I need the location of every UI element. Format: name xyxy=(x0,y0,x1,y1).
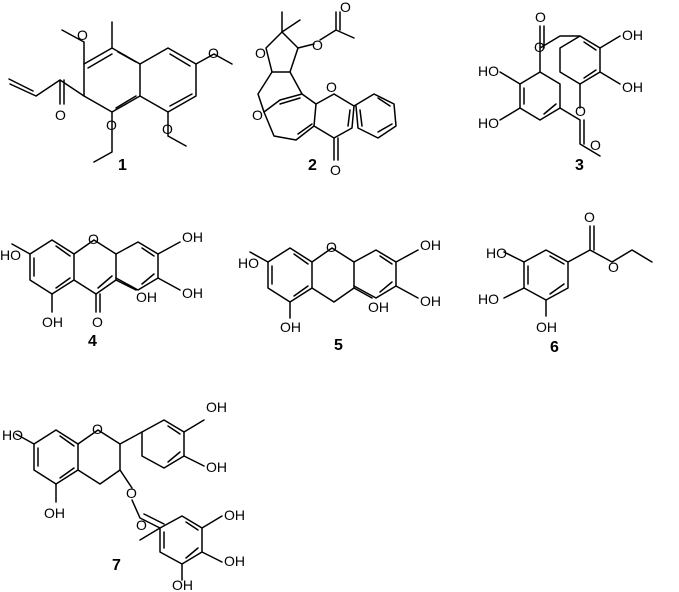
compound-7-atom-2: O xyxy=(92,421,103,437)
compound-7-atom-3: OH xyxy=(206,399,227,415)
compound-2-structure: O O O O O O 2 xyxy=(252,0,397,178)
compound-5-atom-1: HO xyxy=(238,255,259,271)
compound-6-structure: O O HO HO OH 6 xyxy=(478,209,653,356)
compound-6-atom-1: O xyxy=(584,209,595,225)
compound-2-atom-5: O xyxy=(326,79,337,95)
compound-3-atom-3: O xyxy=(575,103,586,119)
compound-4-label: 4 xyxy=(88,333,97,350)
compound-5-atom-6: OH xyxy=(280,319,301,335)
compound-7-atom-1: HO xyxy=(2,427,23,443)
compound-6-atom-5: OH xyxy=(536,319,557,335)
compound-3-structure: O O O O OH OH HO HO 3 xyxy=(478,9,643,174)
compound-5-atom-2: O xyxy=(326,239,337,255)
compound-7-atom-8: OH xyxy=(224,507,245,523)
compound-4-atom-7: OH xyxy=(42,314,63,330)
compound-4-atom-1: HO xyxy=(0,247,21,263)
compound-3-atom-1: O xyxy=(534,39,545,55)
compound-3-atom-7: HO xyxy=(478,63,499,79)
compound-6-atom-2: O xyxy=(608,259,619,275)
compound-5-atom-3: OH xyxy=(420,237,441,253)
compound-4-atom-3: OH xyxy=(182,229,203,245)
compound-7-atom-7: O xyxy=(136,517,147,533)
compound-4-atom-2: O xyxy=(88,231,99,247)
compound-7-structure: HO O OH OH O OH O OH OH OH 7 xyxy=(2,399,245,592)
compound-2-atom-6: O xyxy=(330,162,341,178)
compound-2-atom-2: O xyxy=(312,37,323,53)
compound-7-atom-4: OH xyxy=(206,459,227,475)
compound-3-atom-2: O xyxy=(535,9,546,25)
compound-2-atom-1: O xyxy=(255,45,266,61)
compound-1-atom-3: O xyxy=(55,107,66,123)
compound-1-atom-1: O xyxy=(77,27,88,43)
compound-2-label: 2 xyxy=(308,157,317,174)
compound-2-atom-3: O xyxy=(340,0,351,15)
compound-3-atom-8: HO xyxy=(478,115,499,131)
compound-4-atom-4: OH xyxy=(182,285,203,301)
compound-4-atom-5: OH xyxy=(136,289,157,305)
compound-1-atom-4: O xyxy=(106,117,117,133)
compound-7-atom-9: OH xyxy=(224,553,245,569)
compound-5-atom-4: OH xyxy=(420,293,441,309)
compound-2-atom-4: O xyxy=(252,107,263,123)
compound-3-atom-5: OH xyxy=(622,27,643,43)
compound-5-atom-5: OH xyxy=(368,299,389,315)
compound-3-atom-4: O xyxy=(590,137,601,153)
compound-7-atom-10: OH xyxy=(172,577,193,592)
compound-6-label: 6 xyxy=(550,339,559,356)
compound-6-atom-4: HO xyxy=(478,291,499,307)
compound-3-atom-6: OH xyxy=(622,79,643,95)
compound-1-atom-5: O xyxy=(162,121,173,137)
compound-5-label: 5 xyxy=(334,337,343,354)
compound-1-atom-2: O xyxy=(208,45,219,61)
compound-4-structure: HO O OH OH OH O OH 4 xyxy=(0,229,203,350)
compound-1-label: 1 xyxy=(118,157,127,174)
compound-4-atom-6: O xyxy=(92,314,103,330)
compound-6-atom-3: HO xyxy=(486,245,507,261)
compound-1-structure: O O O O O 1 xyxy=(8,21,233,174)
compound-5-structure: HO O OH OH OH OH 5 xyxy=(238,237,441,354)
compound-7-label: 7 xyxy=(112,557,121,574)
compound-3-label: 3 xyxy=(575,157,584,174)
compound-7-atom-6: OH xyxy=(44,505,65,521)
compound-7-atom-5: O xyxy=(126,485,137,501)
